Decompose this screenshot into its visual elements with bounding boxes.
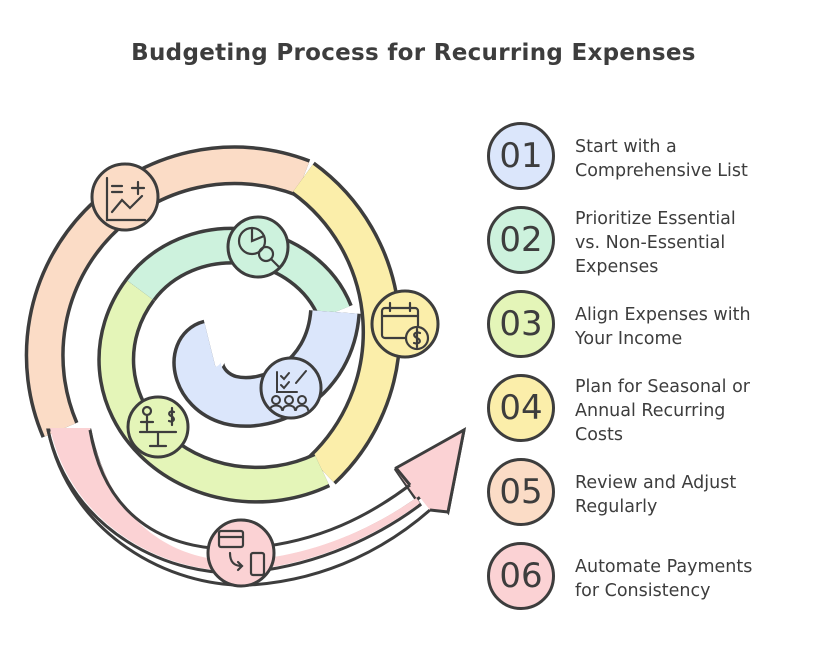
step-number-badge: 01: [487, 122, 555, 190]
magnify-chart-icon: [237, 226, 282, 270]
step-label: Automate Payments for Consistency: [575, 557, 753, 601]
node-04: [370, 289, 440, 359]
step-label: Align Expenses with Your Income: [575, 305, 751, 349]
step-number-badge: 03: [487, 290, 555, 358]
step-number-badge: 05: [487, 458, 555, 526]
step-label: Review and Adjust Regularly: [575, 473, 737, 517]
node-05: [90, 162, 160, 232]
step-01: 01 Start with a Comprehensive List: [487, 122, 817, 196]
balance-scale-icon: [138, 405, 178, 448]
step-label: Plan for Seasonal or Annual Recurring Co…: [575, 377, 750, 445]
step-number-badge: 04: [487, 374, 555, 442]
diagram-title: Budgeting Process for Recurring Expenses: [131, 40, 696, 66]
node-02: [226, 215, 290, 279]
node-06: [206, 518, 276, 588]
step-label: Start with a Comprehensive List: [575, 137, 748, 181]
step-03: 03 Align Expenses with Your Income: [487, 290, 817, 364]
step-label: Prioritize Essential vs. Non-Essential E…: [575, 209, 736, 277]
list-icon: [269, 370, 309, 411]
step-number-badge: 02: [487, 206, 555, 274]
step-04: 04 Plan for Seasonal or Annual Recurring…: [487, 374, 817, 448]
node-01: [259, 356, 323, 420]
step-05: 05 Review and Adjust Regularly: [487, 458, 817, 532]
step-06: 06 Automate Payments for Consistency: [487, 542, 817, 616]
chart-plus-icon: [105, 176, 147, 222]
step-02: 02 Prioritize Essential vs. Non-Essentia…: [487, 206, 817, 280]
calendar-dollar-icon: [380, 301, 430, 351]
node-03: [126, 395, 190, 459]
step-number-badge: 06: [487, 542, 555, 610]
card-phone-icon: [217, 529, 266, 577]
